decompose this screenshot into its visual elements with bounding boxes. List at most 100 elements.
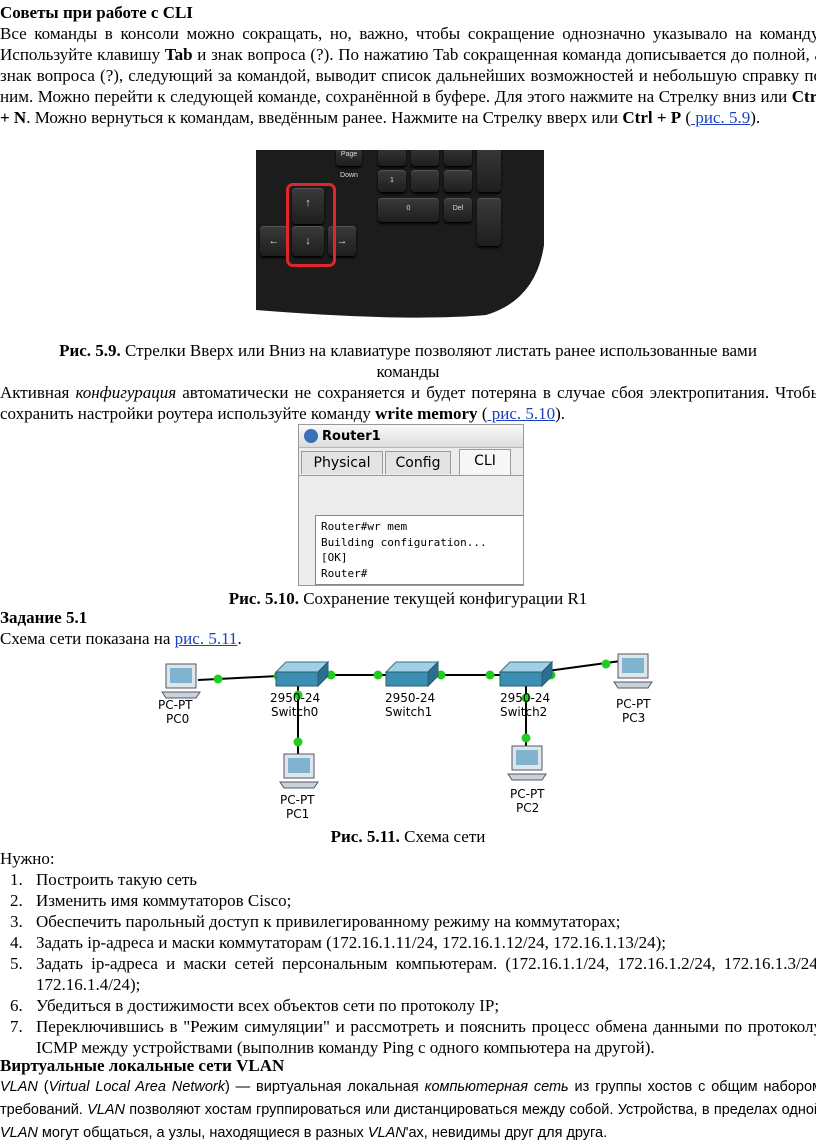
- item-number: 3.: [10, 912, 23, 931]
- list-item: 2. Изменить имя коммутаторов Cisco;: [0, 890, 816, 911]
- pc3-type-label: PC-PT: [616, 697, 651, 711]
- router-window-screenshot: Router1 Physical Config CLI Router#wr me…: [298, 424, 524, 586]
- pc1-name-label: PC1: [286, 807, 309, 821]
- cli-tips-paragraph: Все команды в консоли можно сокращать, н…: [0, 23, 816, 128]
- requirements-section: Нужно: 1.Построить такую сеть 2. Изменить…: [0, 848, 816, 1058]
- fig-5-11-link[interactable]: рис. 5.11: [174, 629, 238, 648]
- list-item: 3.Обеспечить парольный доступ к привилег…: [0, 911, 816, 932]
- item-text: Переключившись в "Режим симуляции" и рас…: [36, 1017, 816, 1057]
- list-item: 7. Переключившись в "Режим симуляции" и р…: [0, 1016, 816, 1058]
- network-diagram: PC-PT PC0 2950-24 Switch0 2950-24 Switch…: [158, 653, 653, 821]
- key-2: [411, 170, 439, 192]
- pc1-icon[interactable]: [279, 753, 319, 789]
- console-line: Router#: [321, 566, 368, 580]
- tab-key-term: Tab: [164, 45, 193, 64]
- text-span: .: [237, 629, 242, 648]
- italic-term: компьютерная сеть: [424, 1079, 569, 1095]
- right-arrow-icon: →: [336, 235, 348, 247]
- item-text: Задать ip-адреса и маски сетей персональ…: [36, 954, 816, 994]
- requirements-title: Нужно:: [0, 849, 55, 868]
- text-span: и знак вопроса (?). По нажатию Tab сокра…: [0, 45, 816, 106]
- router-title: Router1: [322, 428, 381, 444]
- text-span: могут общаться, а узлы, находящиеся в ра…: [37, 1125, 368, 1141]
- text-span: ).: [750, 108, 761, 127]
- link-dot: [326, 670, 336, 680]
- text-span: позволяют хостам группироваться или дист…: [125, 1102, 816, 1118]
- link-dot: [293, 737, 303, 747]
- link-dot: [373, 670, 383, 680]
- italic-term: VLAN: [0, 1079, 38, 1095]
- keyboard-photo: Page Down 1 0 Del ↑ ← ↓ →: [256, 150, 544, 322]
- item-number: 6.: [10, 996, 23, 1015]
- down-arrow-icon: ↓: [305, 235, 311, 247]
- pc2-icon[interactable]: [507, 745, 547, 781]
- switch2-icon[interactable]: [498, 660, 554, 688]
- key-right: →: [328, 226, 356, 256]
- tab-cli[interactable]: CLI: [459, 449, 511, 475]
- item-text: Убедиться в достижимости всех объектов с…: [36, 996, 500, 1015]
- switch2-model-label: 2950-24: [500, 691, 550, 705]
- vlan-heading: Виртуальные локальные сети VLAN: [0, 1056, 285, 1075]
- figure-5-9-caption: Рис. 5.9. Стрелки Вверх или Вниз на клав…: [0, 340, 816, 382]
- tab-config[interactable]: Config: [385, 451, 451, 474]
- caption-label: Рис. 5.10.: [228, 589, 299, 608]
- tab-divider: [299, 475, 523, 476]
- console-line: Router#wr mem: [321, 520, 408, 533]
- item-number: 2.: [10, 891, 23, 910]
- key-3: [444, 170, 472, 192]
- pc3-icon[interactable]: [613, 653, 653, 689]
- command-term: write memory: [375, 404, 478, 423]
- list-item: 1.Построить такую сеть: [0, 869, 816, 890]
- item-text: Изменить имя коммутаторов Cisco;: [36, 891, 292, 910]
- key-plus: [477, 150, 501, 192]
- key-label: Del: [452, 205, 464, 212]
- fig-5-10-link[interactable]: рис. 5.10: [487, 404, 556, 423]
- list-item: 5.Задать ip-адреса и маски сетей персона…: [0, 953, 816, 995]
- pc0-icon[interactable]: [161, 663, 201, 699]
- item-text: Задать ip-адреса и маски коммутаторам (1…: [36, 933, 666, 952]
- left-arrow-icon: ←: [268, 235, 280, 247]
- save-config-paragraph: Активная конфигурация автоматически не с…: [0, 382, 816, 424]
- cli-console[interactable]: Router#wr mem Building configuration... …: [315, 515, 523, 585]
- text-span: (: [37, 1079, 49, 1095]
- text-span: . Можно вернуться к командам, введённым …: [26, 108, 623, 127]
- link-dot: [436, 670, 446, 680]
- caption-text: Стрелки Вверх или Вниз на клавиатуре поз…: [120, 341, 757, 360]
- text-span: (: [477, 404, 488, 423]
- key-7: [378, 150, 406, 166]
- list-item: 4.Задать ip-адреса и маски коммутаторам …: [0, 932, 816, 953]
- task-paragraph: Схема сети показана на рис. 5.11.: [0, 628, 816, 649]
- cli-tips-section: Советы при работе с CLI Все команды в ко…: [0, 2, 816, 128]
- key-up: ↑: [292, 188, 324, 224]
- key-8: [411, 150, 439, 166]
- link-dot: [485, 670, 495, 680]
- key-left: ←: [260, 226, 288, 256]
- caption-text: Схема сети: [399, 827, 486, 846]
- fig-5-9-link[interactable]: рис. 5.9: [691, 108, 751, 127]
- tab-physical[interactable]: Physical: [301, 451, 383, 474]
- switch1-model-label: 2950-24: [385, 691, 435, 705]
- console-line: [OK]: [321, 551, 348, 564]
- item-number: 7.: [10, 1017, 23, 1036]
- link-dot: [521, 693, 531, 703]
- italic-term: конфигурация: [75, 383, 177, 402]
- switch0-icon[interactable]: [274, 660, 330, 688]
- italic-term: Virtual Local Area Network: [48, 1079, 225, 1095]
- task-heading: Задание 5.1: [0, 608, 88, 627]
- vlan-paragraph: VLAN (Virtual Local Area Network) — вирт…: [0, 1076, 816, 1145]
- text-span: ) — виртуальная локальная: [224, 1079, 425, 1095]
- switch1-icon[interactable]: [384, 660, 440, 688]
- key-zero: 0: [378, 198, 439, 222]
- switch0-model-label: 2950-24: [270, 691, 320, 705]
- italic-term: VLAN: [367, 1125, 406, 1141]
- italic-term: VLAN: [87, 1102, 125, 1118]
- link-dot: [601, 659, 611, 669]
- list-item: 6. Убедиться в достижимости всех объектов…: [0, 995, 816, 1016]
- pc0-type-label: PC-PT: [158, 698, 193, 712]
- router-title-bar: Router1: [299, 425, 523, 448]
- key-del: Del: [444, 198, 472, 222]
- caption-text: Сохранение текущей конфигурации R1: [298, 589, 588, 608]
- caption-line-2: команды: [376, 362, 440, 381]
- task-section: Задание 5.1 Схема сети показана на рис. …: [0, 607, 816, 649]
- link-dot: [213, 674, 223, 684]
